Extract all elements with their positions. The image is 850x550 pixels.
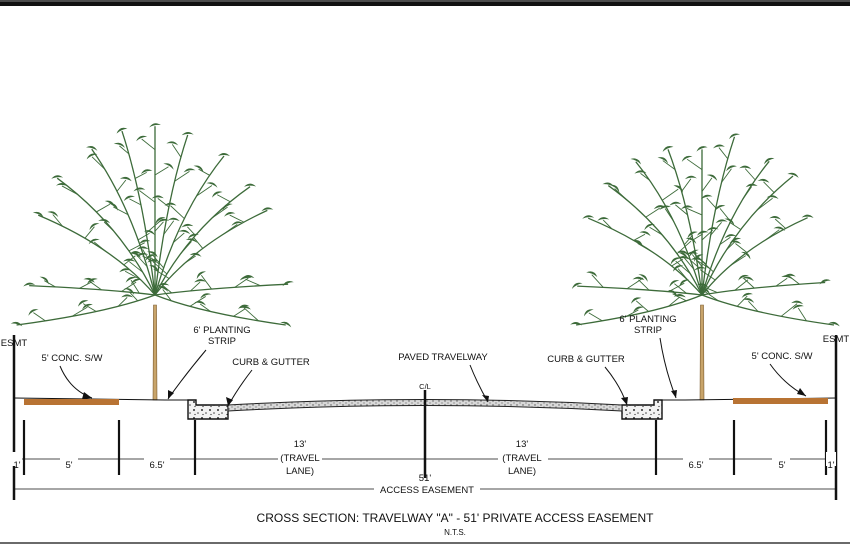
curb-label-left: CURB & GUTTER [232, 357, 310, 368]
sidewalk-right [733, 398, 828, 404]
dim-5ft-right: 5' [778, 460, 785, 471]
esmt-label-right: ESMT [823, 334, 850, 345]
leader-arrowheads [82, 388, 806, 406]
leader-lines [59, 337, 807, 407]
tree-leaves [10, 123, 294, 328]
dim-5ft-left: 5' [65, 460, 72, 471]
dim-lane-right-label1: (TRAVEL [502, 453, 541, 464]
dim-total-label: ACCESS EASEMENT [380, 485, 474, 496]
planting-label-left-1: 6' PLANTING [193, 325, 250, 336]
dim-6-5ft-right: 6.5' [688, 460, 703, 471]
tree-left [10, 123, 294, 401]
drawing-scale-note: N.T.S. [444, 528, 466, 537]
curb-gutter-right [621, 399, 663, 420]
dim-lane-left-label1: (TRAVEL [280, 453, 319, 464]
dim-6-5ft-left: 6.5' [149, 460, 164, 471]
tree-trunk [699, 304, 705, 401]
sidewalk-label-left: 5' CONC. S/W [42, 353, 103, 364]
dim-total-value: 51' [419, 473, 432, 484]
tree-branches [16, 126, 289, 326]
drawing-title: CROSS SECTION: TRAVELWAY "A" - 51' PRIVA… [257, 511, 655, 525]
total-dim-knockout [374, 482, 480, 495]
curb-label-right: CURB & GUTTER [547, 354, 625, 365]
dimension-knockouts [12, 436, 836, 481]
sidewalk-left [24, 399, 119, 405]
dim-1ft-right: 1' [827, 460, 834, 471]
dim-lane-right-label2: LANE) [508, 466, 536, 477]
planting-label-right-1: 6' PLANTING [619, 314, 676, 325]
dim-lane-left-label2: LANE) [286, 466, 314, 477]
dim-lane-right-value: 13' [516, 439, 529, 450]
planting-label-left-2: STRIP [208, 336, 236, 347]
centerline-label: C/L [419, 382, 431, 391]
tree-trunk [152, 304, 158, 401]
dim-1ft-left: 1' [13, 460, 20, 471]
top-frame [0, 0, 850, 6]
sidewalk-label-right: 5' CONC. S/W [752, 351, 813, 362]
planting-label-right-2: STRIP [634, 325, 662, 336]
tree-leaves [570, 133, 840, 327]
tree-branches [576, 136, 835, 326]
dim-lane-left-value: 13' [294, 439, 307, 450]
curb-gutter-left [187, 399, 229, 420]
paved-label: PAVED TRAVELWAY [398, 352, 488, 363]
tree-right [570, 133, 840, 401]
esmt-label-left: ESMT [1, 338, 28, 349]
dimension-ticks [22, 420, 828, 475]
